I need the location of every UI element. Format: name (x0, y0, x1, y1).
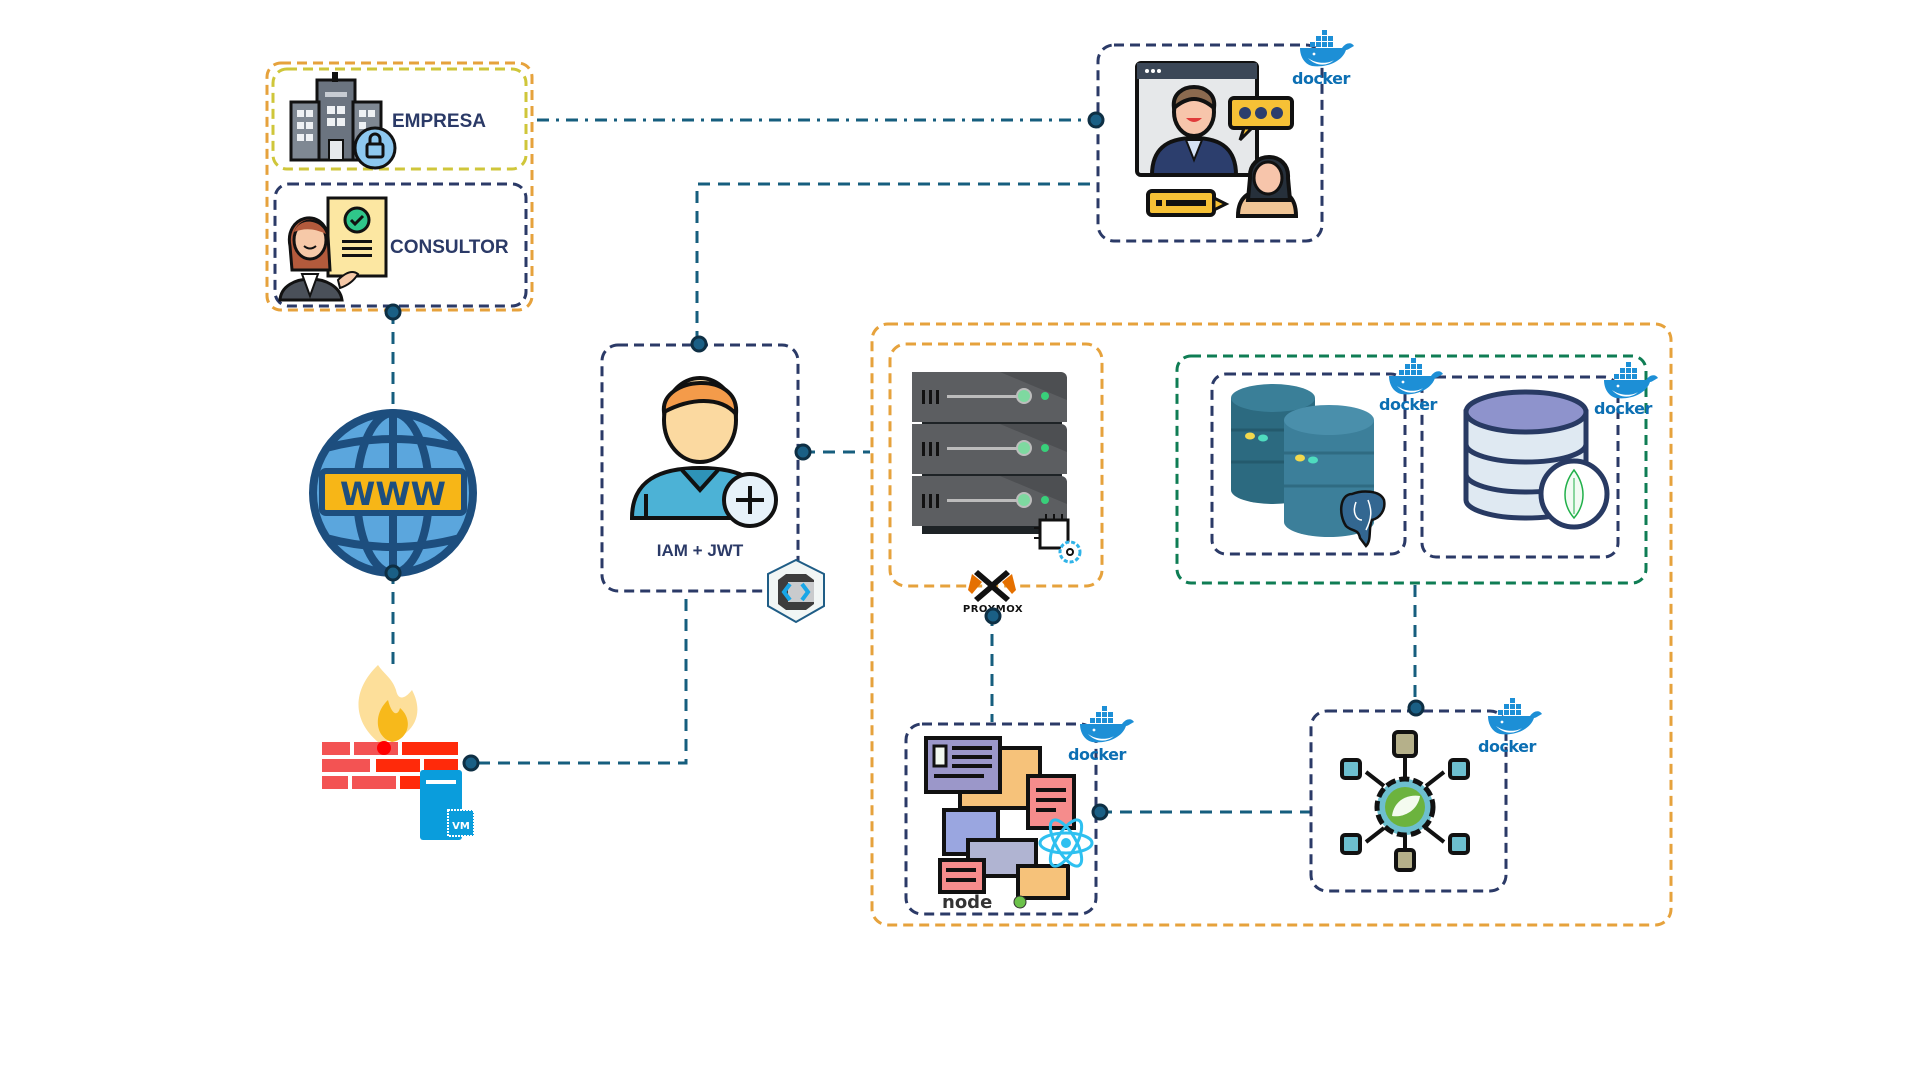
connector-dots (384, 111, 1425, 821)
www-label: WWW (340, 475, 446, 513)
building-lock-icon (289, 72, 397, 170)
spring-microservices-icon (1340, 730, 1470, 872)
docker-label: docker (1068, 745, 1126, 764)
docker-label: docker (1379, 395, 1437, 414)
edge-firewall-iam (478, 592, 688, 765)
keycloak-icon (767, 558, 825, 624)
cpu-gear-icon (1034, 514, 1082, 564)
port-consultor-bottom[interactable] (384, 303, 402, 321)
port-frontend-right[interactable] (1091, 803, 1109, 821)
consultant-document-icon (278, 196, 388, 302)
node-label: node (942, 892, 992, 913)
port-iam-top[interactable] (690, 335, 708, 353)
vm-label: VM (452, 821, 470, 832)
databases-group-box (1175, 354, 1648, 585)
user-add-icon (629, 376, 778, 528)
docker-icon-videocall: docker (1292, 30, 1354, 88)
empresa-label: EMPRESA (392, 111, 486, 132)
firewall-vm-icon: VM (322, 665, 475, 840)
port-backend-top[interactable] (1407, 699, 1425, 717)
postgresql-database-icon (1231, 384, 1386, 548)
connectors (391, 118, 1417, 814)
videocall-box[interactable] (1096, 43, 1324, 243)
video-meeting-icon (1135, 61, 1299, 218)
docker-icon-backend: docker (1478, 698, 1542, 756)
port-videocall-left[interactable] (1087, 111, 1105, 129)
docker-icon-mongodb: docker (1594, 362, 1658, 418)
mongodb-database-icon (1463, 389, 1610, 530)
consultor-label: CONSULTOR (390, 237, 509, 258)
docker-icon-postgres: docker (1379, 358, 1443, 414)
port-server-bottom[interactable] (984, 607, 1002, 625)
iam-label: IAM + JWT (657, 541, 744, 560)
mongodb-box[interactable] (1420, 375, 1620, 559)
server-rack-icon (912, 372, 1082, 564)
docker-label: docker (1594, 399, 1652, 418)
lock-icon (353, 126, 397, 170)
consultor-box[interactable] (273, 182, 528, 308)
infrastructure-group-box (870, 322, 1673, 927)
clients-group-box (265, 61, 534, 312)
docker-label: docker (1478, 737, 1536, 756)
react-node-frontend-icon: node (924, 736, 1094, 913)
docker-label: docker (1292, 69, 1350, 88)
port-firewall-right[interactable] (462, 754, 480, 772)
docker-icon-frontend: docker (1068, 706, 1134, 764)
postgres-box[interactable] (1210, 372, 1407, 556)
elephant-icon (1339, 490, 1386, 548)
edge-iam-videocall (695, 182, 1093, 343)
port-internet-bottom[interactable] (384, 564, 402, 582)
port-iam-right[interactable] (794, 443, 812, 461)
empresa-box[interactable] (271, 67, 528, 171)
globe-www-icon: WWW (309, 409, 477, 577)
react-icon (1038, 818, 1094, 868)
